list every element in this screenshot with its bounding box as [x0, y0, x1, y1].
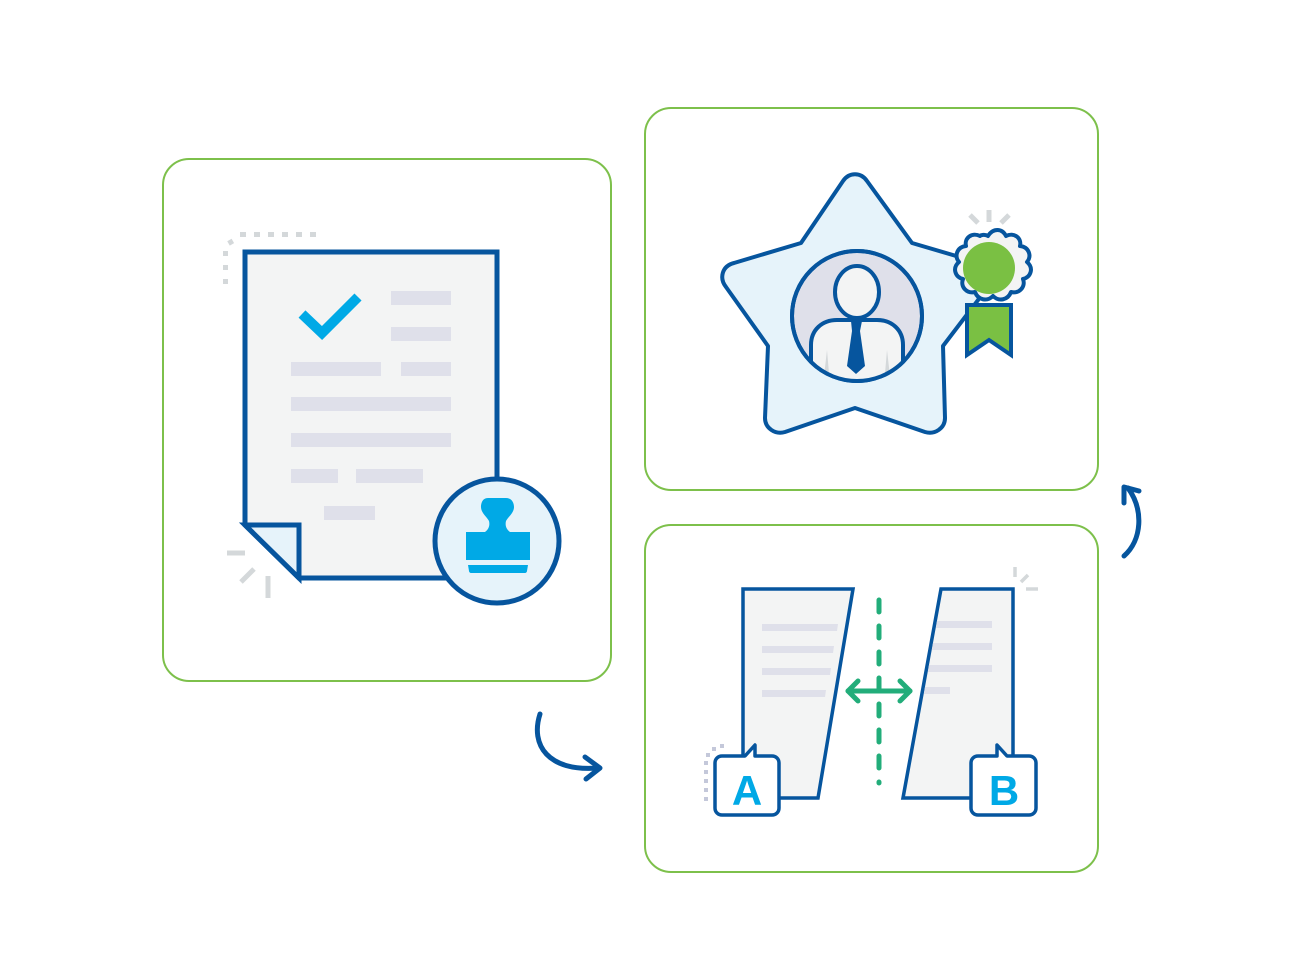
stamp-badge [432, 476, 562, 606]
document-b-text-lines [924, 621, 992, 694]
employee-avatar [790, 249, 924, 383]
dotted-corner-decoration [223, 232, 316, 284]
label-a: A [732, 767, 762, 814]
panel-border [644, 524, 1099, 873]
folded-corner [238, 522, 302, 584]
sparkle-decoration [968, 210, 1011, 225]
label-b-badge: B [969, 743, 1038, 817]
flow-arrow-doc-to-compare [534, 711, 603, 782]
necktie-icon [847, 321, 865, 374]
award-ribbon-icon [953, 228, 1033, 359]
flow-arrow-compare-to-certified [1121, 484, 1142, 559]
sparkle-decoration [1013, 567, 1038, 591]
panel-certified [644, 107, 1099, 491]
rubber-stamp-icon [466, 498, 530, 573]
label-b: B [989, 767, 1019, 814]
dotted-decoration [704, 744, 724, 801]
document-a-text-lines [762, 624, 838, 697]
checkmark-icon [298, 293, 362, 340]
document-text-lines [291, 291, 451, 520]
panel-document [162, 158, 612, 682]
sparkle-decoration [227, 550, 271, 598]
panel-compare: A B [644, 524, 1099, 873]
label-a-badge: A [713, 743, 781, 817]
award-medal-center [963, 242, 1015, 294]
person-head-icon [833, 264, 881, 320]
compare-double-arrow-icon [845, 678, 913, 704]
